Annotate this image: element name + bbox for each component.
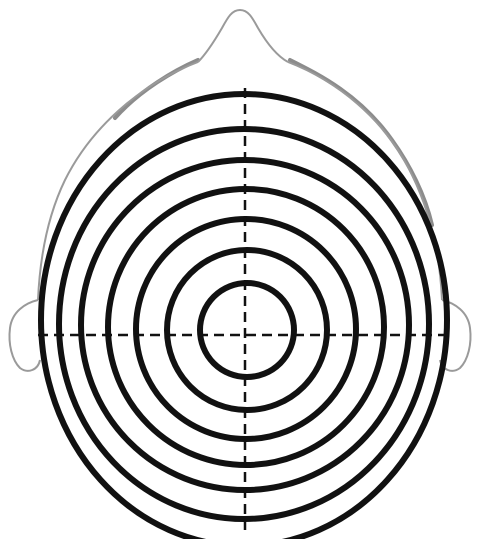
- ear-left: [9, 300, 40, 371]
- ring-2: [167, 250, 327, 410]
- nose: [198, 10, 288, 62]
- ring-4: [108, 189, 384, 465]
- head-shadow-left: [115, 60, 198, 118]
- ring-1: [200, 283, 294, 377]
